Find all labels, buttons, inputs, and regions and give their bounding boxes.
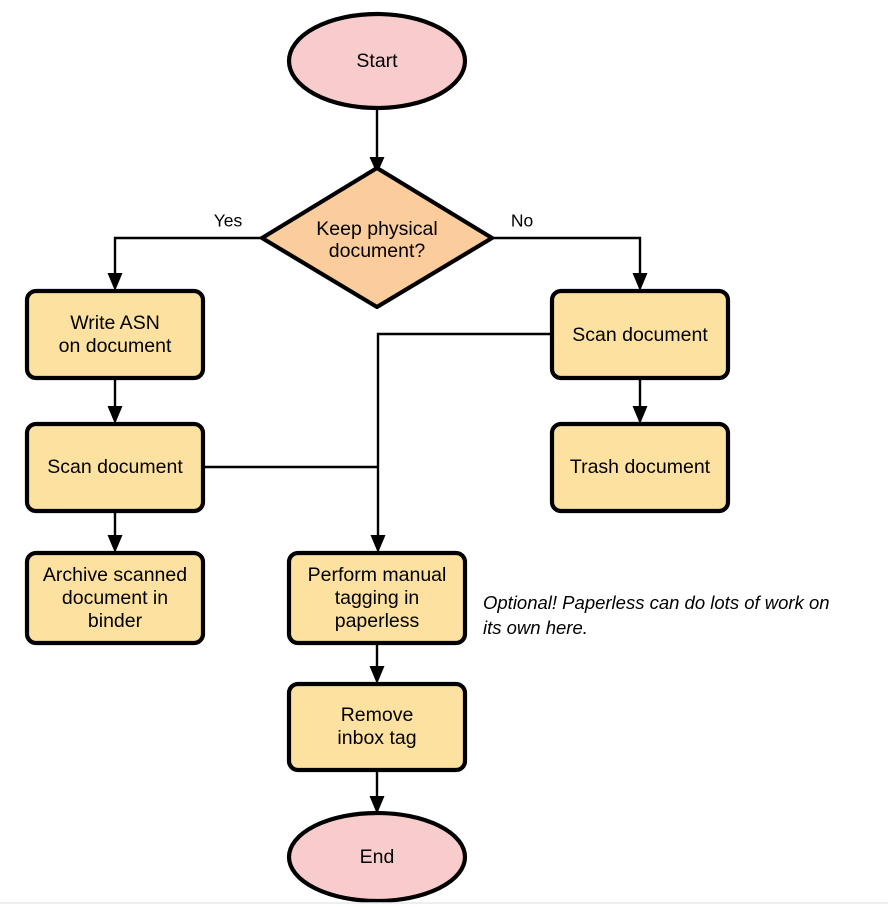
scan-document-right-box[interactable] [549,288,731,381]
remove-inbox-tag-box[interactable] [286,681,468,773]
end-label: End [360,846,395,868]
node-archive-scanned-document-in-binder[interactable]: Archive scanned document in binder [24,550,206,646]
node-start[interactable]: Start [286,11,468,111]
edge-label-no: No [511,211,533,231]
scan-document-right-label: Scan document [572,324,708,346]
annotation-optional-paperless: Optional! Paperless can do lots of work … [483,592,830,638]
edge-decision-no-to-scan-right [492,236,648,291]
decision-label-line2: document? [329,240,426,262]
edge-remove-inbox-tag-to-end [369,770,385,814]
edge-scan-right-to-trash [632,378,648,424]
node-scan-document-right[interactable]: Scan document [549,288,731,381]
write-asn-label-line2: on document [59,335,172,357]
start-label: Start [356,50,398,72]
edge-scan-right-to-manual-tagging [370,332,552,553]
end-ellipse[interactable] [286,810,468,904]
annotation-line1: Optional! Paperless can do lots of work … [483,592,830,613]
archive-binder-box[interactable] [24,550,206,646]
edge-label-yes: Yes [214,211,243,231]
remove-inbox-tag-label-line2: inbox tag [337,727,416,749]
decision-label-line1: Keep physical [316,218,437,240]
archive-binder-label-line3: binder [88,610,143,632]
node-perform-manual-tagging[interactable]: Perform manual tagging in paperless [286,550,468,646]
manual-tagging-label-line2: tagging in [335,587,420,609]
node-trash-document[interactable]: Trash document [549,421,731,514]
manual-tagging-label-line1: Perform manual [308,564,447,586]
node-remove-inbox-tag[interactable]: Remove inbox tag [286,681,468,773]
remove-inbox-tag-label-line1: Remove [341,704,414,726]
trash-document-label: Trash document [570,456,711,478]
node-decision-keep-physical-document[interactable]: Keep physical document? [259,165,495,310]
annotation-line2: its own here. [483,617,588,638]
write-asn-label-line1: Write ASN [70,312,160,334]
archive-binder-label-line2: document in [62,587,168,609]
edge-scan-left-to-archive [107,511,123,553]
edge-write-asn-to-scan-left [107,378,123,424]
edge-manual-tagging-to-remove-inbox-tag [369,643,385,684]
scan-document-left-box[interactable] [24,421,206,514]
manual-tagging-box[interactable] [286,550,468,646]
scan-document-left-label: Scan document [47,456,183,478]
archive-binder-label-line1: Archive scanned [43,564,187,586]
node-scan-document-left[interactable]: Scan document [24,421,206,514]
decision-diamond[interactable] [259,165,495,310]
write-asn-box[interactable] [24,288,206,381]
edge-start-to-decision [369,108,385,174]
node-end[interactable]: End [286,810,468,904]
edge-decision-yes-to-write-asn [107,236,262,291]
manual-tagging-label-line3: paperless [335,610,420,632]
start-ellipse[interactable] [286,11,468,111]
node-write-asn-on-document[interactable]: Write ASN on document [24,288,206,381]
connector-layer [107,108,648,814]
trash-document-box[interactable] [549,421,731,514]
